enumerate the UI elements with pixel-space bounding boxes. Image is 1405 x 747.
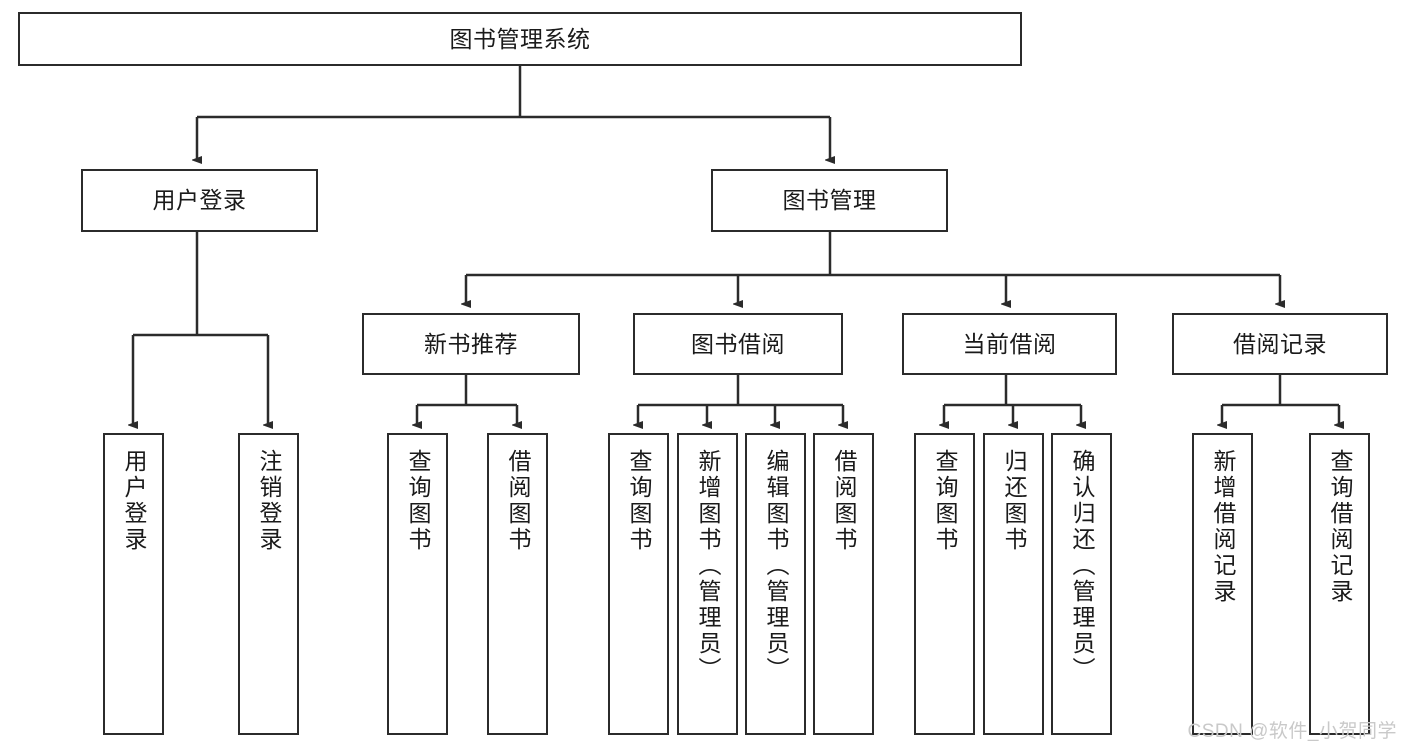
node-label: 查询图书 — [932, 449, 958, 553]
node-label: 当前借阅 — [962, 330, 1057, 357]
node-borrow-record[interactable]: 借阅记录 — [1172, 313, 1388, 375]
leaf-current-borrow-return[interactable]: 归还图书 — [983, 433, 1044, 735]
leaf-current-borrow-confirm-return[interactable]: 确认归还（管理员） — [1051, 433, 1112, 735]
node-label: 图书管理 — [782, 187, 877, 214]
node-book-borrow[interactable]: 图书借阅 — [633, 313, 843, 375]
node-label: 编辑图书（管理员） — [763, 449, 789, 683]
node-user-login[interactable]: 用户登录 — [81, 169, 318, 232]
node-label: 查询借阅记录 — [1327, 449, 1353, 605]
leaf-borrow-record-query[interactable]: 查询借阅记录 — [1309, 433, 1370, 735]
node-label: 图书借阅 — [691, 330, 785, 357]
leaf-book-borrow-query[interactable]: 查询图书 — [608, 433, 669, 735]
watermark-text: CSDN @软件_小贺同学 — [1187, 721, 1397, 742]
node-label: 借阅图书 — [831, 449, 857, 553]
leaf-user-login-login[interactable]: 用户登录 — [103, 433, 164, 735]
node-label: 新增图书（管理员） — [695, 449, 721, 683]
node-label: 查询图书 — [405, 449, 431, 553]
node-label: 借阅记录 — [1233, 330, 1327, 357]
leaf-book-borrow-add[interactable]: 新增图书（管理员） — [677, 433, 738, 735]
node-label: 图书管理系统 — [449, 25, 591, 52]
node-label: 归还图书 — [1001, 449, 1027, 553]
node-label: 确认归还（管理员） — [1069, 449, 1095, 683]
leaf-current-borrow-query[interactable]: 查询图书 — [914, 433, 975, 735]
node-label: 用户登录 — [152, 187, 247, 214]
node-root-system[interactable]: 图书管理系统 — [18, 12, 1022, 66]
leaf-new-book-borrow[interactable]: 借阅图书 — [487, 433, 548, 735]
node-label: 注销登录 — [256, 449, 282, 553]
node-label: 借阅图书 — [505, 449, 531, 553]
node-new-book-recommend[interactable]: 新书推荐 — [362, 313, 580, 375]
node-label: 新增借阅记录 — [1210, 449, 1236, 605]
node-current-borrow[interactable]: 当前借阅 — [902, 313, 1117, 375]
node-book-management[interactable]: 图书管理 — [711, 169, 948, 232]
node-label: 新书推荐 — [424, 330, 518, 357]
leaf-borrow-record-add[interactable]: 新增借阅记录 — [1192, 433, 1253, 735]
leaf-user-login-logout[interactable]: 注销登录 — [238, 433, 299, 735]
leaf-book-borrow-edit[interactable]: 编辑图书（管理员） — [745, 433, 806, 735]
leaf-new-book-query[interactable]: 查询图书 — [387, 433, 448, 735]
node-label: 查询图书 — [626, 449, 652, 553]
leaf-book-borrow-borrow[interactable]: 借阅图书 — [813, 433, 874, 735]
node-label: 用户登录 — [121, 449, 147, 553]
